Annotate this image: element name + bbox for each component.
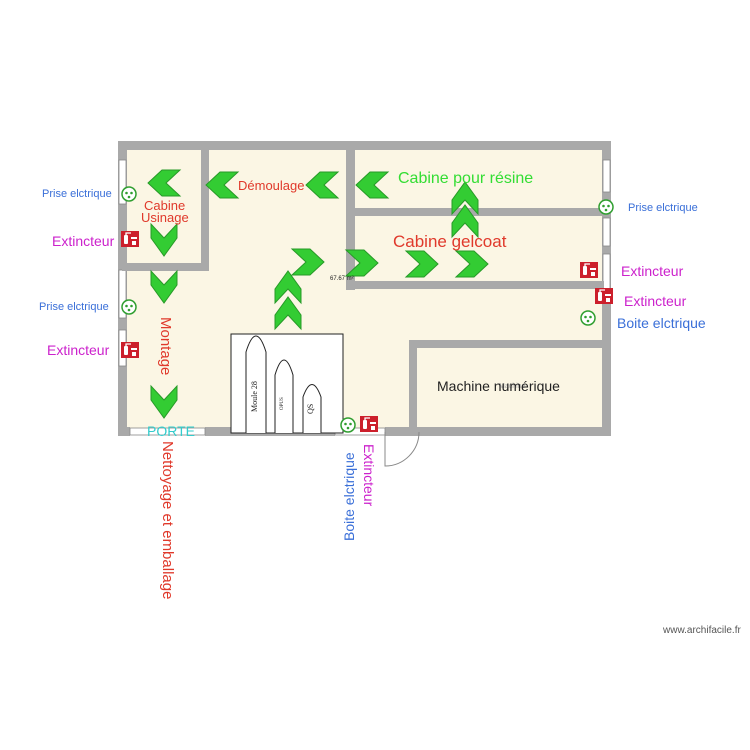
extinguisher-icon-left-top <box>120 230 140 248</box>
boite-right-label: Boite elctrique <box>617 315 706 331</box>
extincteur-right-bottom-label: Extincteur <box>624 293 687 309</box>
prise-left-bottom-label: Prise elctrique <box>39 301 109 313</box>
area-label: 67.67 m² <box>330 276 354 282</box>
extincteur-right-top-label: Extincteur <box>621 263 684 279</box>
socket-icon-left-top <box>121 186 137 202</box>
mold-shape-2 <box>274 359 294 433</box>
socket-icon-left-bottom <box>121 299 137 315</box>
extinguisher-icon-left-bottom <box>120 341 140 359</box>
mold-shape-1 <box>245 335 267 433</box>
socket-icon-right <box>598 199 614 215</box>
socket-icon-right-box <box>580 310 596 326</box>
mold-shape-3 <box>302 384 322 433</box>
mold-label-1: Moule 28 <box>250 381 259 412</box>
machine-ghost-label: Machine <box>499 383 526 390</box>
socket-icon-bottom-box <box>340 417 356 433</box>
mold-label-3: QS <box>306 403 315 414</box>
interior-walls <box>122 147 605 432</box>
extinguisher-icon-right-bottom <box>594 287 614 305</box>
prise-left-top-label: Prise elctrique <box>42 188 112 200</box>
extincteur-left-bottom-label: Extincteur <box>47 342 110 358</box>
watermark: www.archifacile.fr <box>663 625 741 636</box>
cabine-usinage-label-1: Cabine <box>144 198 186 213</box>
extincteur-left-top-label: Extincteur <box>52 233 115 249</box>
molds-area <box>230 333 344 434</box>
extinguisher-icon-right-top <box>579 261 599 279</box>
cabine-usinage-label-2: Usinage <box>141 210 189 225</box>
mold-label-2: OPUS <box>280 397 285 410</box>
extinguisher-icon-bottom <box>359 415 379 433</box>
boite-bottom-label: Boite elctrique <box>341 452 357 541</box>
demoulage-label: Démoulage <box>238 178 305 193</box>
prise-right-label: Prise elctrique <box>628 202 698 214</box>
cabine-gelcoat-label: Cabine gelcoat <box>393 232 507 251</box>
porte-label: PORTE <box>147 423 195 439</box>
machine-numerique-label: Machine numérique <box>437 378 560 394</box>
montage-label: Montage <box>157 317 174 376</box>
nettoyage-label: Nettoyage et emballage <box>159 441 176 600</box>
cabine-resine-label: Cabine pour résine <box>398 170 534 187</box>
door-swing <box>384 431 420 467</box>
extincteur-bottom-label: Extincteur <box>361 444 377 507</box>
